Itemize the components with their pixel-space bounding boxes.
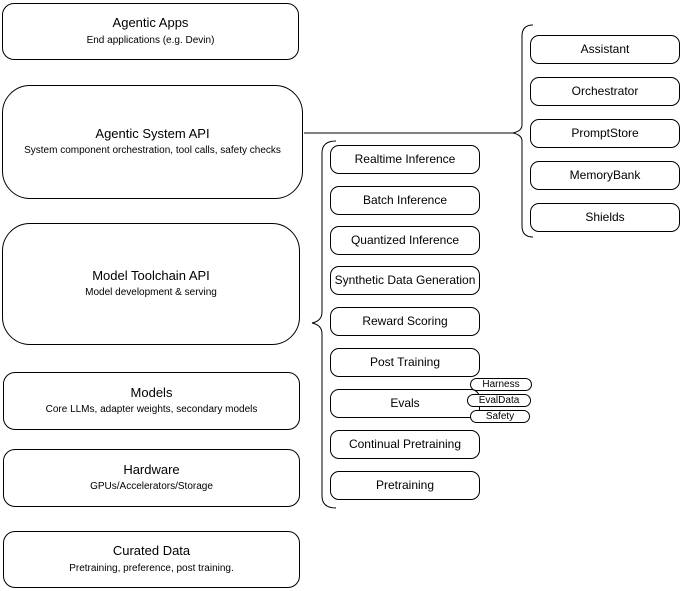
node-subtitle: End applications (e.g. Devin) [86,34,215,46]
node-label: Shields [585,209,625,224]
node-reward-scoring: Reward Scoring [330,307,480,336]
eval-badge-evaldata: EvalData [467,394,531,407]
node-synthetic-data-generation: Synthetic Data Generation [330,266,480,295]
node-curated-data: Curated Data Pretraining, preference, po… [3,531,300,588]
node-subtitle: Model development & serving [85,287,217,299]
node-promptstore: PromptStore [530,119,680,148]
node-label: Synthetic Data Generation [334,272,476,287]
node-subtitle: Pretraining, preference, post training. [69,562,234,574]
node-label: Assistant [580,41,630,56]
node-continual-pretraining: Continual Pretraining [330,430,480,459]
node-agentic-apps: Agentic Apps End applications (e.g. Devi… [2,3,299,60]
node-label: Realtime Inference [354,151,456,166]
node-subtitle: Core LLMs, adapter weights, secondary mo… [45,404,258,416]
node-title: Hardware [123,461,180,477]
node-label: PromptStore [571,125,639,140]
node-subtitle: GPUs/Accelerators/Storage [90,481,213,493]
node-label: MemoryBank [569,167,641,182]
node-title: Model Toolchain API [92,267,210,283]
node-orchestrator: Orchestrator [530,77,680,106]
node-memorybank: MemoryBank [530,161,680,190]
node-label: Quantized Inference [350,232,460,247]
node-label: Pretraining [375,477,435,492]
node-hardware: Hardware GPUs/Accelerators/Storage [3,449,300,507]
eval-badge-harness: Harness [470,378,532,391]
node-agentic-system-api: Agentic System API System component orch… [2,85,303,199]
node-assistant: Assistant [530,35,680,64]
node-label: Orchestrator [571,83,639,98]
node-label: Continual Pretraining [348,436,462,451]
node-realtime-inference: Realtime Inference [330,145,480,174]
node-subtitle: System component orchestration, tool cal… [24,145,281,157]
node-post-training: Post Training [330,348,480,377]
node-shields: Shields [530,203,680,232]
node-model-toolchain-api: Model Toolchain API Model development & … [2,223,300,345]
node-batch-inference: Batch Inference [330,186,480,215]
node-title: Agentic System API [95,125,210,141]
node-models: Models Core LLMs, adapter weights, secon… [3,372,300,430]
node-title: Curated Data [112,543,191,559]
badge-label: EvalData [478,394,520,406]
eval-badge-safety: Safety [470,410,530,423]
node-label: Evals [390,395,420,410]
node-quantized-inference: Quantized Inference [330,226,480,255]
node-evals: Evals [330,389,480,418]
node-label: Batch Inference [362,192,448,207]
badge-label: Safety [485,410,515,422]
node-pretraining: Pretraining [330,471,480,500]
node-title: Models [130,384,173,400]
node-label: Reward Scoring [362,313,448,328]
badge-label: Harness [482,378,520,390]
node-label: Post Training [369,354,441,369]
node-title: Agentic Apps [112,15,189,31]
